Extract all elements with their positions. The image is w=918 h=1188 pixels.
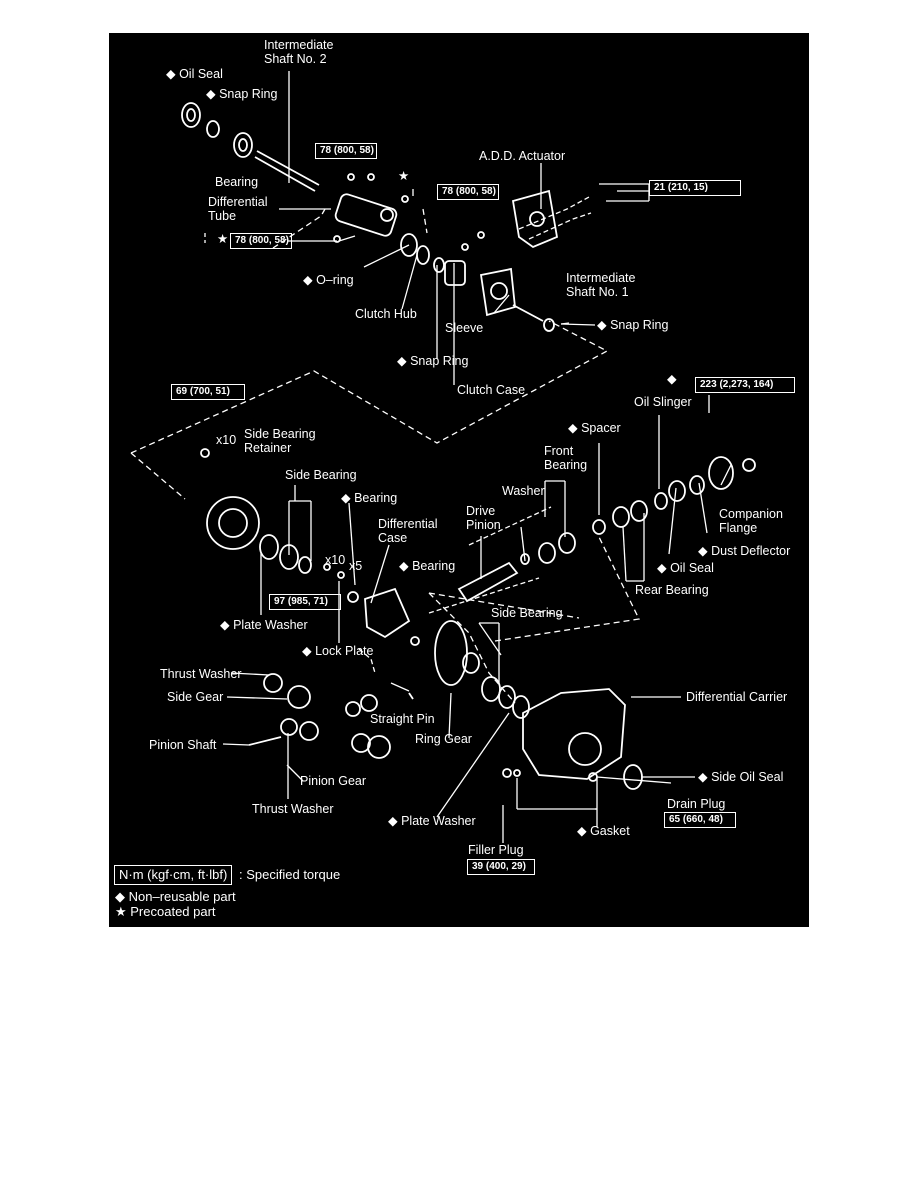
torque-box-filler-plug: 39 (400, 29) bbox=[467, 859, 535, 875]
label-star-mark-bottom: ★ bbox=[217, 232, 229, 246]
label-side-gear: Side Gear bbox=[167, 690, 224, 704]
label-o-ring: ◆ O–ring bbox=[303, 273, 354, 287]
label-drive-pinion: Drive Pinion bbox=[466, 504, 501, 532]
exploded-diagram: 78 (800, 58) 78 (800, 58) 78 (800, 58) 2… bbox=[109, 33, 809, 927]
label-differential-carrier: Differential Carrier bbox=[686, 690, 788, 704]
label-oil-slinger: Oil Slinger bbox=[634, 395, 692, 409]
label-bearing-top: Bearing bbox=[215, 175, 259, 189]
label-gasket: ◆ Gasket bbox=[577, 824, 630, 838]
label-snap-ring-right: ◆ Snap Ring bbox=[597, 318, 669, 332]
label-straight-pin: Straight Pin bbox=[370, 712, 435, 726]
label-plate-washer-bottom: ◆ Plate Washer bbox=[388, 814, 476, 828]
label-ring-gear: Ring Gear bbox=[415, 732, 472, 746]
label-thrust-washer-top: Thrust Washer bbox=[160, 667, 242, 681]
label-side-bearing-left: Side Bearing bbox=[285, 468, 357, 482]
label-washer: Washer bbox=[502, 484, 545, 498]
label-x10-mid: x10 bbox=[325, 553, 346, 567]
label-x10-top: x10 bbox=[216, 433, 237, 447]
label-plate-washer-left: ◆ Plate Washer bbox=[220, 618, 308, 632]
label-differential-case: Differential Case bbox=[378, 517, 438, 545]
label-clutch-case: Clutch Case bbox=[457, 383, 526, 397]
torque-box-companion-flange: 223 (2,273, 164) bbox=[695, 377, 795, 393]
label-snap-ring-mid: ◆ Snap Ring bbox=[397, 354, 469, 368]
label-x5: x5 bbox=[349, 559, 363, 573]
label-side-bearing-retainer: Side Bearing Retainer bbox=[244, 427, 316, 455]
label-companion-flange: Companion Flange bbox=[719, 507, 783, 535]
label-sleeve: Sleeve bbox=[445, 321, 484, 335]
label-bearing-mid: ◆ Bearing bbox=[341, 491, 398, 505]
label-clutch-hub: Clutch Hub bbox=[355, 307, 417, 321]
label-snap-ring-top: ◆ Snap Ring bbox=[206, 87, 278, 101]
label-thrust-washer-bottom: Thrust Washer bbox=[252, 802, 334, 816]
torque-box-tube-top: 78 (800, 58) bbox=[315, 143, 377, 159]
label-spacer: ◆ Spacer bbox=[568, 421, 621, 435]
label-filler-plug: Filler Plug bbox=[468, 843, 524, 857]
label-pinion-gear: Pinion Gear bbox=[300, 774, 367, 788]
label-front-bearing: Front Bearing bbox=[544, 444, 588, 472]
label-differential-tube: Differential Tube bbox=[208, 195, 268, 223]
torque-box-lock-plate: 97 (985, 71) bbox=[269, 594, 341, 610]
legend-precoated: ★ Precoated part bbox=[115, 904, 216, 919]
label-oil-seal-top: ◆ Oil Seal bbox=[166, 67, 223, 81]
parts-drawing bbox=[130, 71, 756, 843]
label-intermediate-shaft-2: Intermediate Shaft No. 2 bbox=[264, 38, 334, 66]
label-side-bearing-right: Side Bearing bbox=[491, 606, 563, 620]
torque-box-clutch-case: 78 (800, 58) bbox=[437, 184, 499, 200]
label-dust-deflector: ◆ Dust Deflector bbox=[698, 544, 791, 558]
label-add-actuator: A.D.D. Actuator bbox=[479, 149, 566, 163]
label-drain-plug: Drain Plug bbox=[667, 797, 726, 811]
label-lock-plate: ◆ Lock Plate bbox=[302, 644, 374, 658]
label-intermediate-shaft-1: Intermediate Shaft No. 1 bbox=[566, 271, 636, 299]
torque-box-tube-bottom: 78 (800, 58) bbox=[230, 233, 292, 249]
label-side-oil-seal: ◆ Side Oil Seal bbox=[698, 770, 784, 784]
legend-non-reusable: ◆ Non–reusable part bbox=[115, 889, 236, 904]
legend-torque-desc: : Specified torque bbox=[239, 867, 341, 882]
legend-torque-unit: N·m (kgf·cm, ft·lbf) bbox=[114, 865, 233, 885]
label-bearing-right: ◆ Bearing bbox=[399, 559, 456, 573]
label-oil-seal-right: ◆ Oil Seal bbox=[657, 561, 714, 575]
label-pinion-shaft: Pinion Shaft bbox=[149, 738, 217, 752]
label-star-mark: ★ bbox=[398, 169, 410, 183]
torque-box-retainer: 69 (700, 51) bbox=[171, 384, 245, 400]
label-rear-bearing: Rear Bearing bbox=[635, 583, 709, 597]
torque-box-actuator: 21 (210, 15) bbox=[649, 180, 741, 196]
label-diamond-mark: ◆ bbox=[667, 372, 677, 386]
torque-box-drain-plug: 65 (660, 48) bbox=[664, 812, 736, 828]
